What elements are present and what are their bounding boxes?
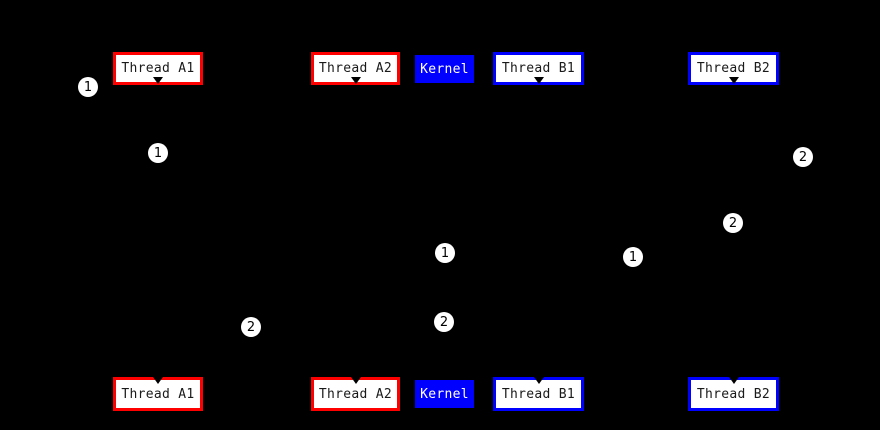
node-thread-b2-bottom: Thread B2 bbox=[688, 377, 779, 411]
node-thread-a2-bottom-label: Thread A2 bbox=[318, 386, 393, 402]
step-marker-label: 1 bbox=[83, 79, 93, 95]
node-thread-b2-bottom-label: Thread B2 bbox=[696, 386, 771, 402]
step-marker-label: 2 bbox=[728, 215, 738, 231]
node-thread-a1-bottom: Thread A1 bbox=[113, 377, 203, 411]
node-thread-b2-top-label: Thread B2 bbox=[696, 61, 771, 76]
node-thread-a2-top-label: Thread A2 bbox=[318, 61, 393, 76]
node-kernel-bottom: Kernel bbox=[415, 380, 474, 408]
step-marker: 2 bbox=[723, 213, 743, 233]
step-marker-label: 2 bbox=[439, 314, 449, 330]
step-marker: 2 bbox=[434, 312, 454, 332]
node-thread-a1-top: Thread A1 bbox=[113, 52, 203, 85]
node-kernel-top-label: Kernel bbox=[420, 61, 469, 77]
step-marker-label: 2 bbox=[798, 149, 808, 165]
step-marker: 1 bbox=[78, 77, 98, 97]
step-marker: 1 bbox=[623, 247, 643, 267]
node-thread-b1-top: Thread B1 bbox=[493, 52, 584, 85]
node-thread-a1-top-label: Thread A1 bbox=[121, 61, 195, 76]
node-kernel-bottom-label: Kernel bbox=[420, 386, 469, 402]
step-marker-label: 1 bbox=[440, 245, 450, 261]
node-kernel-top: Kernel bbox=[415, 55, 474, 83]
step-marker-label: 1 bbox=[153, 145, 163, 161]
node-thread-a2-bottom: Thread A2 bbox=[311, 377, 400, 411]
step-marker: 2 bbox=[241, 317, 261, 337]
node-thread-a1-bottom-label: Thread A1 bbox=[121, 386, 195, 402]
node-thread-b2-top: Thread B2 bbox=[688, 52, 779, 85]
node-thread-b1-bottom-label: Thread B1 bbox=[501, 386, 576, 402]
step-marker: 2 bbox=[793, 147, 813, 167]
step-marker: 1 bbox=[435, 243, 455, 263]
step-marker-label: 1 bbox=[628, 249, 638, 265]
step-marker: 1 bbox=[148, 143, 168, 163]
node-thread-a2-top: Thread A2 bbox=[311, 52, 400, 85]
step-marker-label: 2 bbox=[246, 319, 256, 335]
node-thread-b1-bottom: Thread B1 bbox=[493, 377, 584, 411]
node-thread-b1-top-label: Thread B1 bbox=[501, 61, 576, 76]
